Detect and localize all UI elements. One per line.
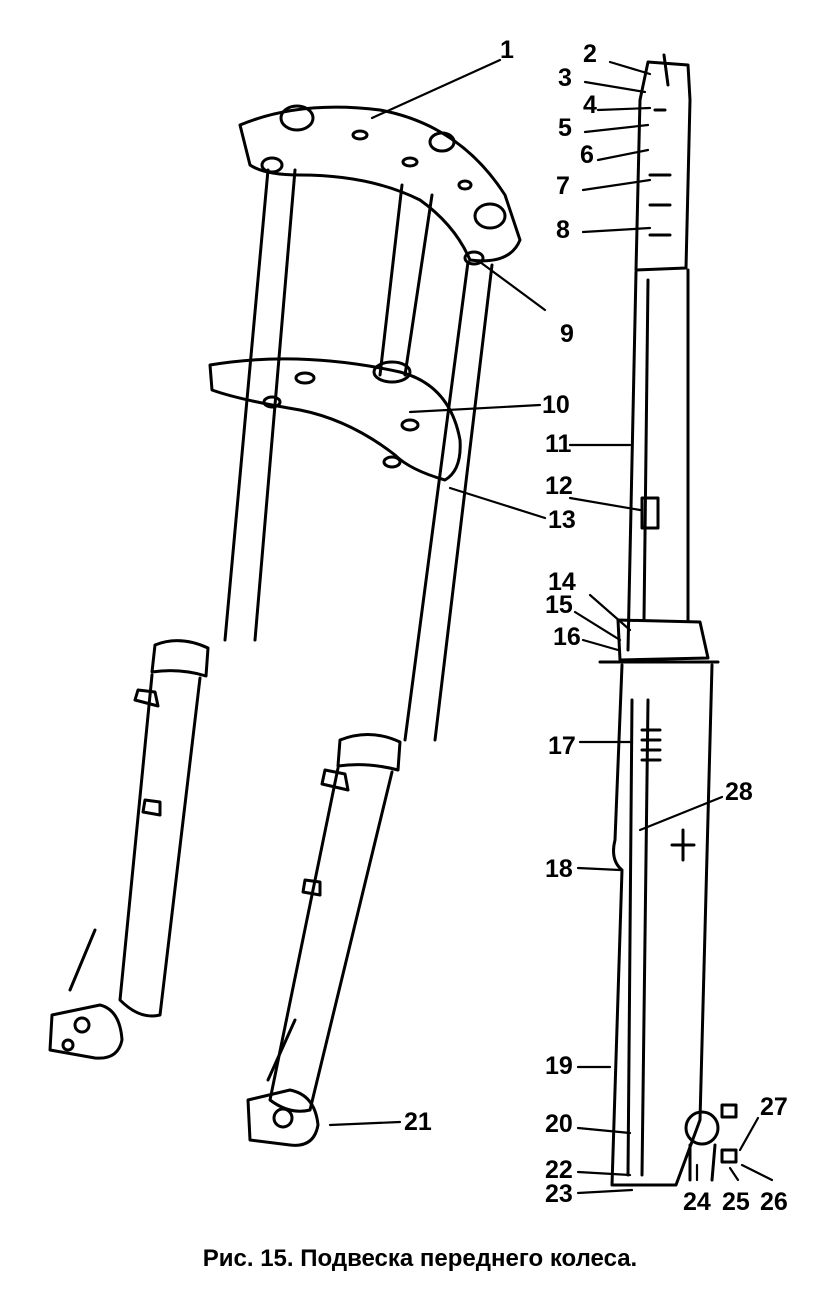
callout-28: 28 [725,778,753,806]
callout-20: 20 [545,1110,573,1138]
callout-6: 6 [580,141,594,169]
callout-1: 1 [500,36,514,64]
callout-25: 25 [722,1188,750,1216]
callout-22: 22 [545,1156,573,1184]
callout-10: 10 [542,391,570,419]
callout-9: 9 [560,320,574,348]
callout-7: 7 [556,172,570,200]
callout-19: 19 [545,1052,573,1080]
callout-27: 27 [760,1093,788,1121]
callout-23: 23 [545,1180,573,1208]
fork-assembly [48,104,522,1147]
fork-leg-section [598,53,738,1187]
figure-caption: Рис. 15. Подвеска переднего колеса. [202,1245,638,1272]
callout-26: 26 [760,1188,788,1216]
callout-14: 14 [548,568,576,596]
callout-11: 11 [545,430,572,458]
leader-lines [328,58,774,1195]
callout-2: 2 [583,40,597,68]
callout-24: 24 [683,1188,711,1216]
callout-8: 8 [556,216,570,244]
callout-5: 5 [558,114,572,142]
lower-triple-clamp [208,357,462,482]
callout-15: 15 [545,591,573,619]
callout-16: 16 [553,623,581,651]
callout-18: 18 [545,855,573,883]
upper-triple-clamp [238,105,522,263]
callout-21: 21 [404,1108,432,1136]
callout-13: 13 [548,506,576,534]
callout-17: 17 [548,732,576,760]
callout-labels: 1 2 3 4 5 6 7 8 9 10 11 12 13 14 15 16 1… [404,36,788,1216]
callout-12: 12 [545,472,573,500]
callout-3: 3 [558,64,572,92]
callout-4: 4 [583,91,597,119]
